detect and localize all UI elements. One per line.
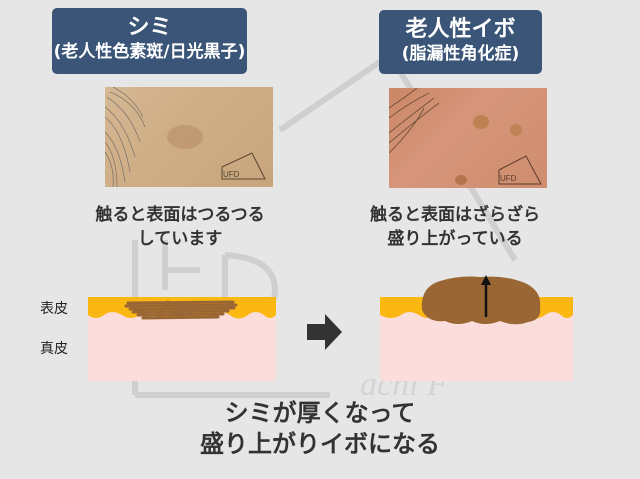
ibo-title-box: 老人性イボ (脂漏性角化症) bbox=[379, 10, 542, 74]
pigment-scribble bbox=[124, 300, 238, 320]
shimi-photo: UFD bbox=[105, 87, 273, 187]
ibo-skin-diagram bbox=[380, 275, 573, 381]
svg-text:UFD: UFD bbox=[500, 174, 517, 183]
shimi-subtitle: (老人性色素斑/日光黒子) bbox=[53, 42, 246, 62]
dermis-label: 真皮 bbox=[40, 341, 68, 357]
right-arrow-icon bbox=[307, 314, 342, 350]
conclusion-line1: シミが厚くなって bbox=[224, 399, 416, 427]
conclusion-line2: 盛り上がりイボになる bbox=[200, 430, 440, 458]
svg-text:UFD: UFD bbox=[223, 170, 240, 179]
shimi-description-line2: しています bbox=[137, 229, 223, 249]
ibo-description-line2: 盛り上がっている bbox=[387, 229, 523, 249]
shimi-description: 触ると表面はつるつる しています bbox=[60, 203, 300, 251]
shimi-title: シミ bbox=[127, 15, 172, 40]
conclusion-text: シミが厚くなって 盛り上がりイボになる bbox=[150, 398, 490, 460]
wart-growth bbox=[421, 276, 541, 325]
ibo-title: 老人性イボ bbox=[405, 17, 516, 42]
epidermis-label: 表皮 bbox=[40, 301, 68, 317]
up-arrow-icon bbox=[481, 275, 491, 317]
shimi-description-line1: 触ると表面はつるつる bbox=[95, 205, 265, 225]
ibo-description-line1: 触ると表面はざらざら bbox=[370, 205, 540, 225]
ibo-subtitle: (脂漏性角化症) bbox=[401, 44, 520, 64]
ibo-photo: UFD bbox=[389, 88, 547, 188]
shimi-title-box: シミ (老人性色素斑/日光黒子) bbox=[52, 8, 247, 74]
shimi-skin-diagram bbox=[88, 297, 276, 381]
ibo-description: 触ると表面はざらざら 盛り上がっている bbox=[330, 203, 580, 251]
